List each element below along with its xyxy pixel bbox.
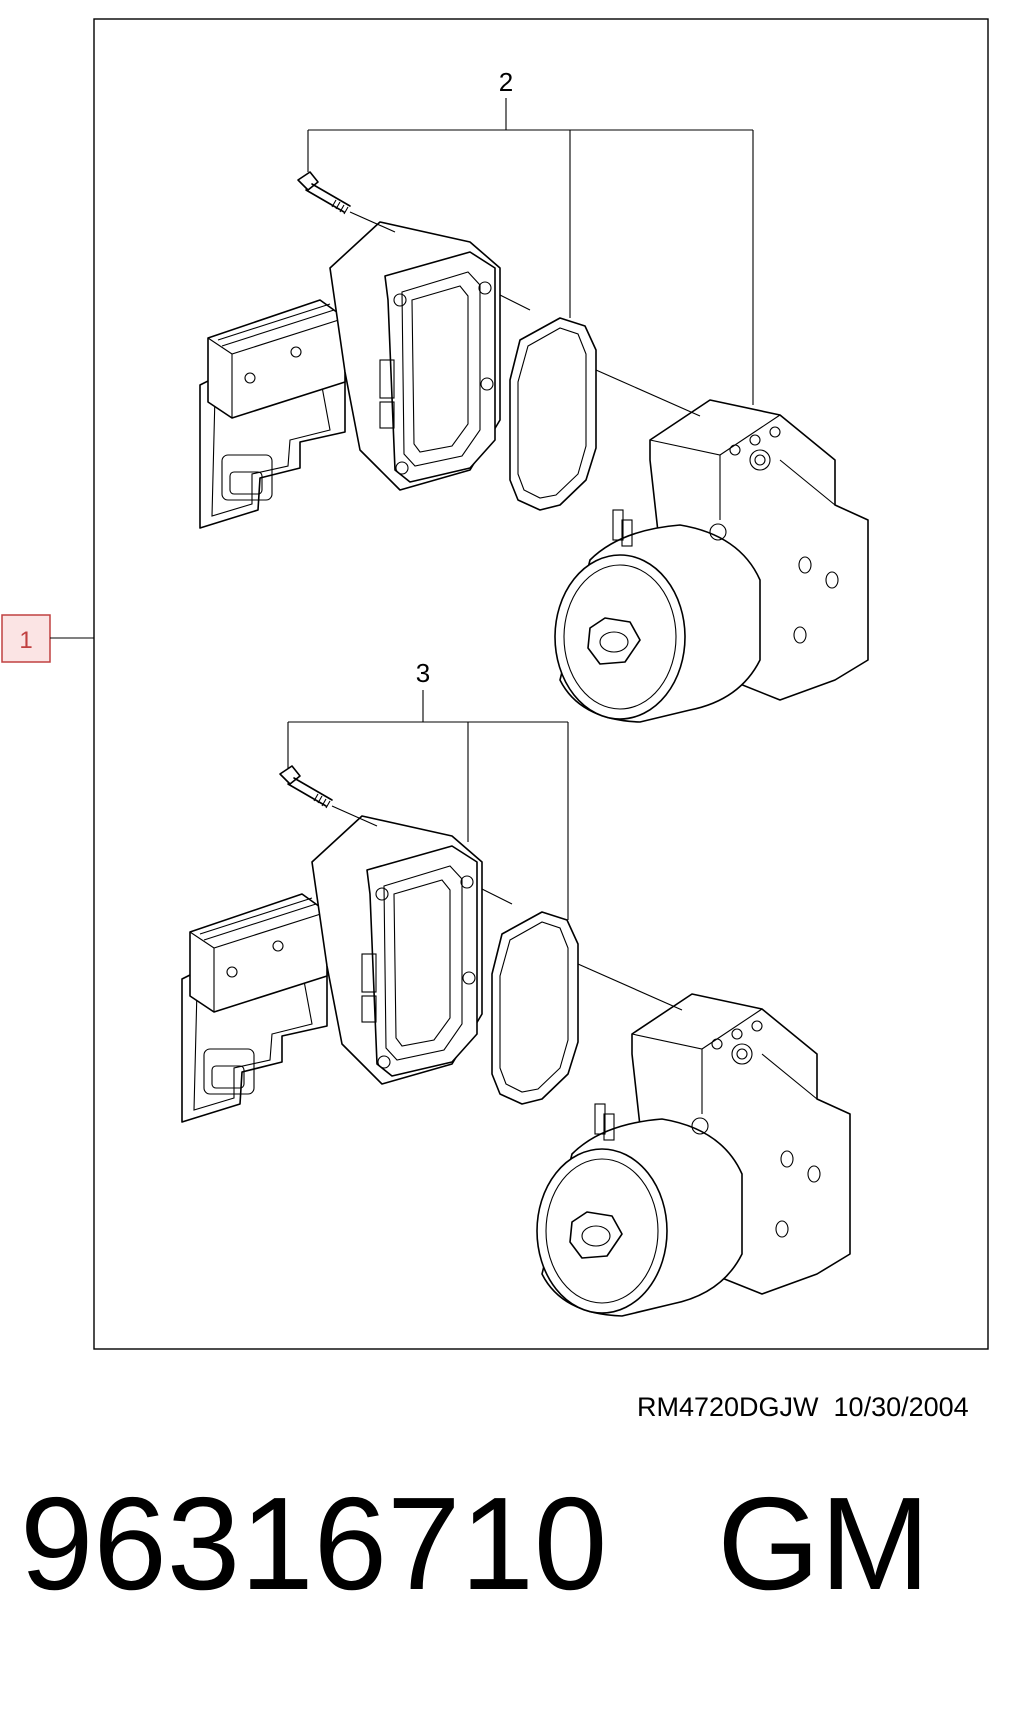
callout-bracket-upper [307,98,754,405]
abs-module-assembly-upper [199,171,869,723]
abs-module-assembly-lower [181,765,851,1317]
brand-name: GM [717,1470,930,1617]
exploded-parts-diagram: 1 2 3 [1,18,989,1350]
svg-text:1: 1 [19,627,32,654]
callout-bracket-lower [287,690,569,920]
callout-kit-lower[interactable]: 3 [416,658,430,688]
drawing-reference: RM4720DGJW 10/30/2004 [637,1392,969,1422]
part-number: 96316710 [20,1470,608,1617]
diagram-frame [93,18,989,1350]
callout-assembly[interactable]: 1 [1,614,51,663]
callout-kit-upper[interactable]: 2 [499,67,513,97]
